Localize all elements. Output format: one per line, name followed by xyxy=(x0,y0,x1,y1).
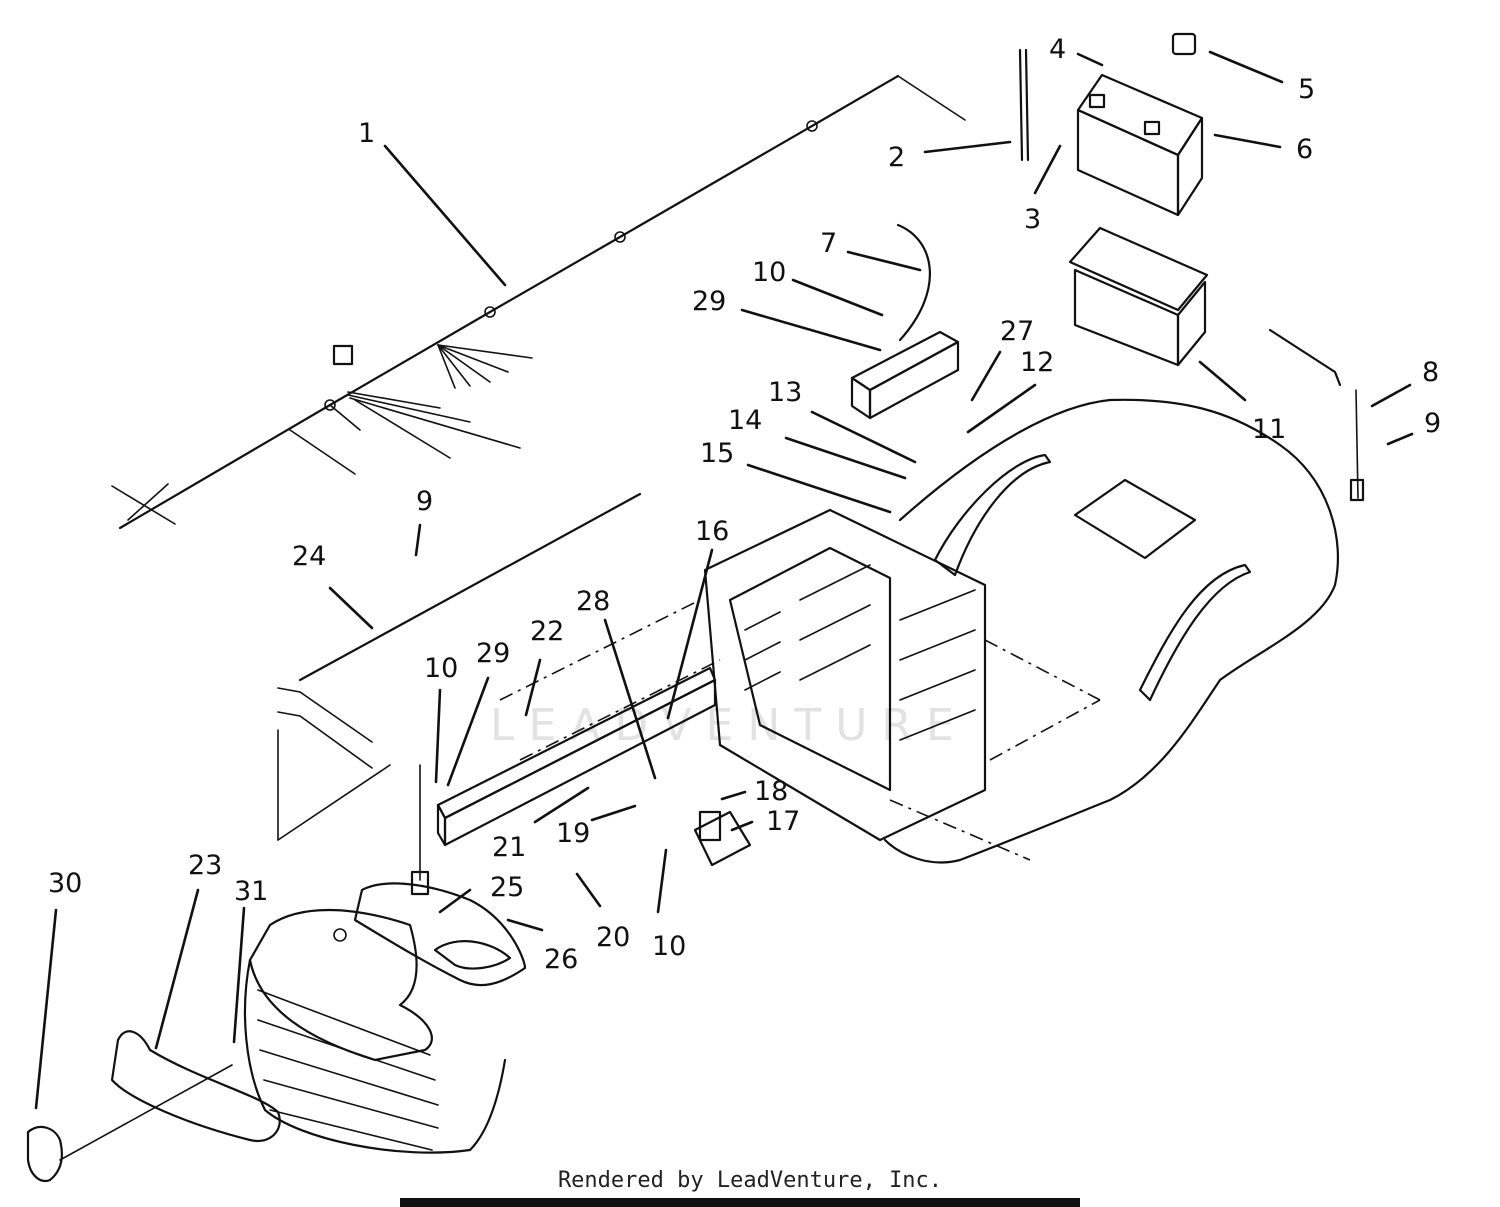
fender-body xyxy=(883,398,1339,864)
cropped-title-strip xyxy=(400,1198,1080,1207)
callout-label: 29 xyxy=(476,638,510,669)
watermark-text: LEADVENTURE xyxy=(490,700,968,751)
callout-label: 6 xyxy=(1296,134,1313,165)
callout-label: 28 xyxy=(576,586,610,617)
ignition-cable xyxy=(896,223,932,342)
callout-label: 9 xyxy=(1424,408,1441,439)
callout-label: 23 xyxy=(188,850,222,881)
callout-label: 12 xyxy=(1020,347,1054,378)
callout-label: 9 xyxy=(416,486,433,517)
battery-tray xyxy=(1068,226,1209,367)
callout-label: 19 xyxy=(556,818,590,849)
callout-label: 22 xyxy=(530,616,564,647)
callout-label: 10 xyxy=(752,257,786,288)
callout-label: 15 xyxy=(700,438,734,469)
callout-label: 10 xyxy=(652,931,686,962)
front-bumper xyxy=(110,1030,281,1143)
battery-cable-rod xyxy=(1018,48,1030,162)
hold-down-strap xyxy=(1268,328,1365,502)
headlight-assembly xyxy=(333,882,527,987)
callout-label: 20 xyxy=(596,922,630,953)
callout-label: 29 xyxy=(692,286,726,317)
terminal-cap xyxy=(1171,32,1197,56)
callout-label: 21 xyxy=(492,832,526,863)
callout-label: 25 xyxy=(490,872,524,903)
callout-label: 3 xyxy=(1024,204,1041,235)
callout-label: 26 xyxy=(544,944,578,975)
callout-label: 31 xyxy=(234,876,268,907)
dash-console xyxy=(703,508,987,842)
callout-label: 5 xyxy=(1298,74,1315,105)
callout-label: 24 xyxy=(292,541,326,572)
callout-label: 14 xyxy=(728,405,762,436)
starter-solenoid xyxy=(693,810,752,867)
callout-label: 17 xyxy=(766,806,800,837)
battery xyxy=(1076,73,1204,217)
callout-label: 7 xyxy=(820,228,837,259)
upper-mounting-bracket xyxy=(850,330,960,420)
callout-label: 1 xyxy=(358,118,375,149)
callout-label: 10 xyxy=(424,653,458,684)
leader-lines xyxy=(34,50,1414,1110)
callout-label: 27 xyxy=(1000,316,1034,347)
callout-labels: 1 2 3 4 5 6 7 10 29 27 12 13 14 15 11 8 … xyxy=(48,34,1441,975)
wiring-harness xyxy=(111,74,966,530)
callout-label: 2 xyxy=(888,142,905,173)
callout-label: 16 xyxy=(695,516,729,547)
callout-label: 13 xyxy=(768,377,802,408)
hood-grille xyxy=(243,908,507,1154)
callout-label: 11 xyxy=(1252,414,1286,445)
lower-harness xyxy=(277,492,642,896)
callout-label: 4 xyxy=(1049,34,1066,65)
hood-emblem xyxy=(26,1064,233,1183)
callout-label: 18 xyxy=(754,776,788,807)
callout-label: 30 xyxy=(48,868,82,899)
footer-credit: Rendered by LeadVenture, Inc. xyxy=(557,1168,943,1193)
callout-label: 8 xyxy=(1422,357,1439,388)
